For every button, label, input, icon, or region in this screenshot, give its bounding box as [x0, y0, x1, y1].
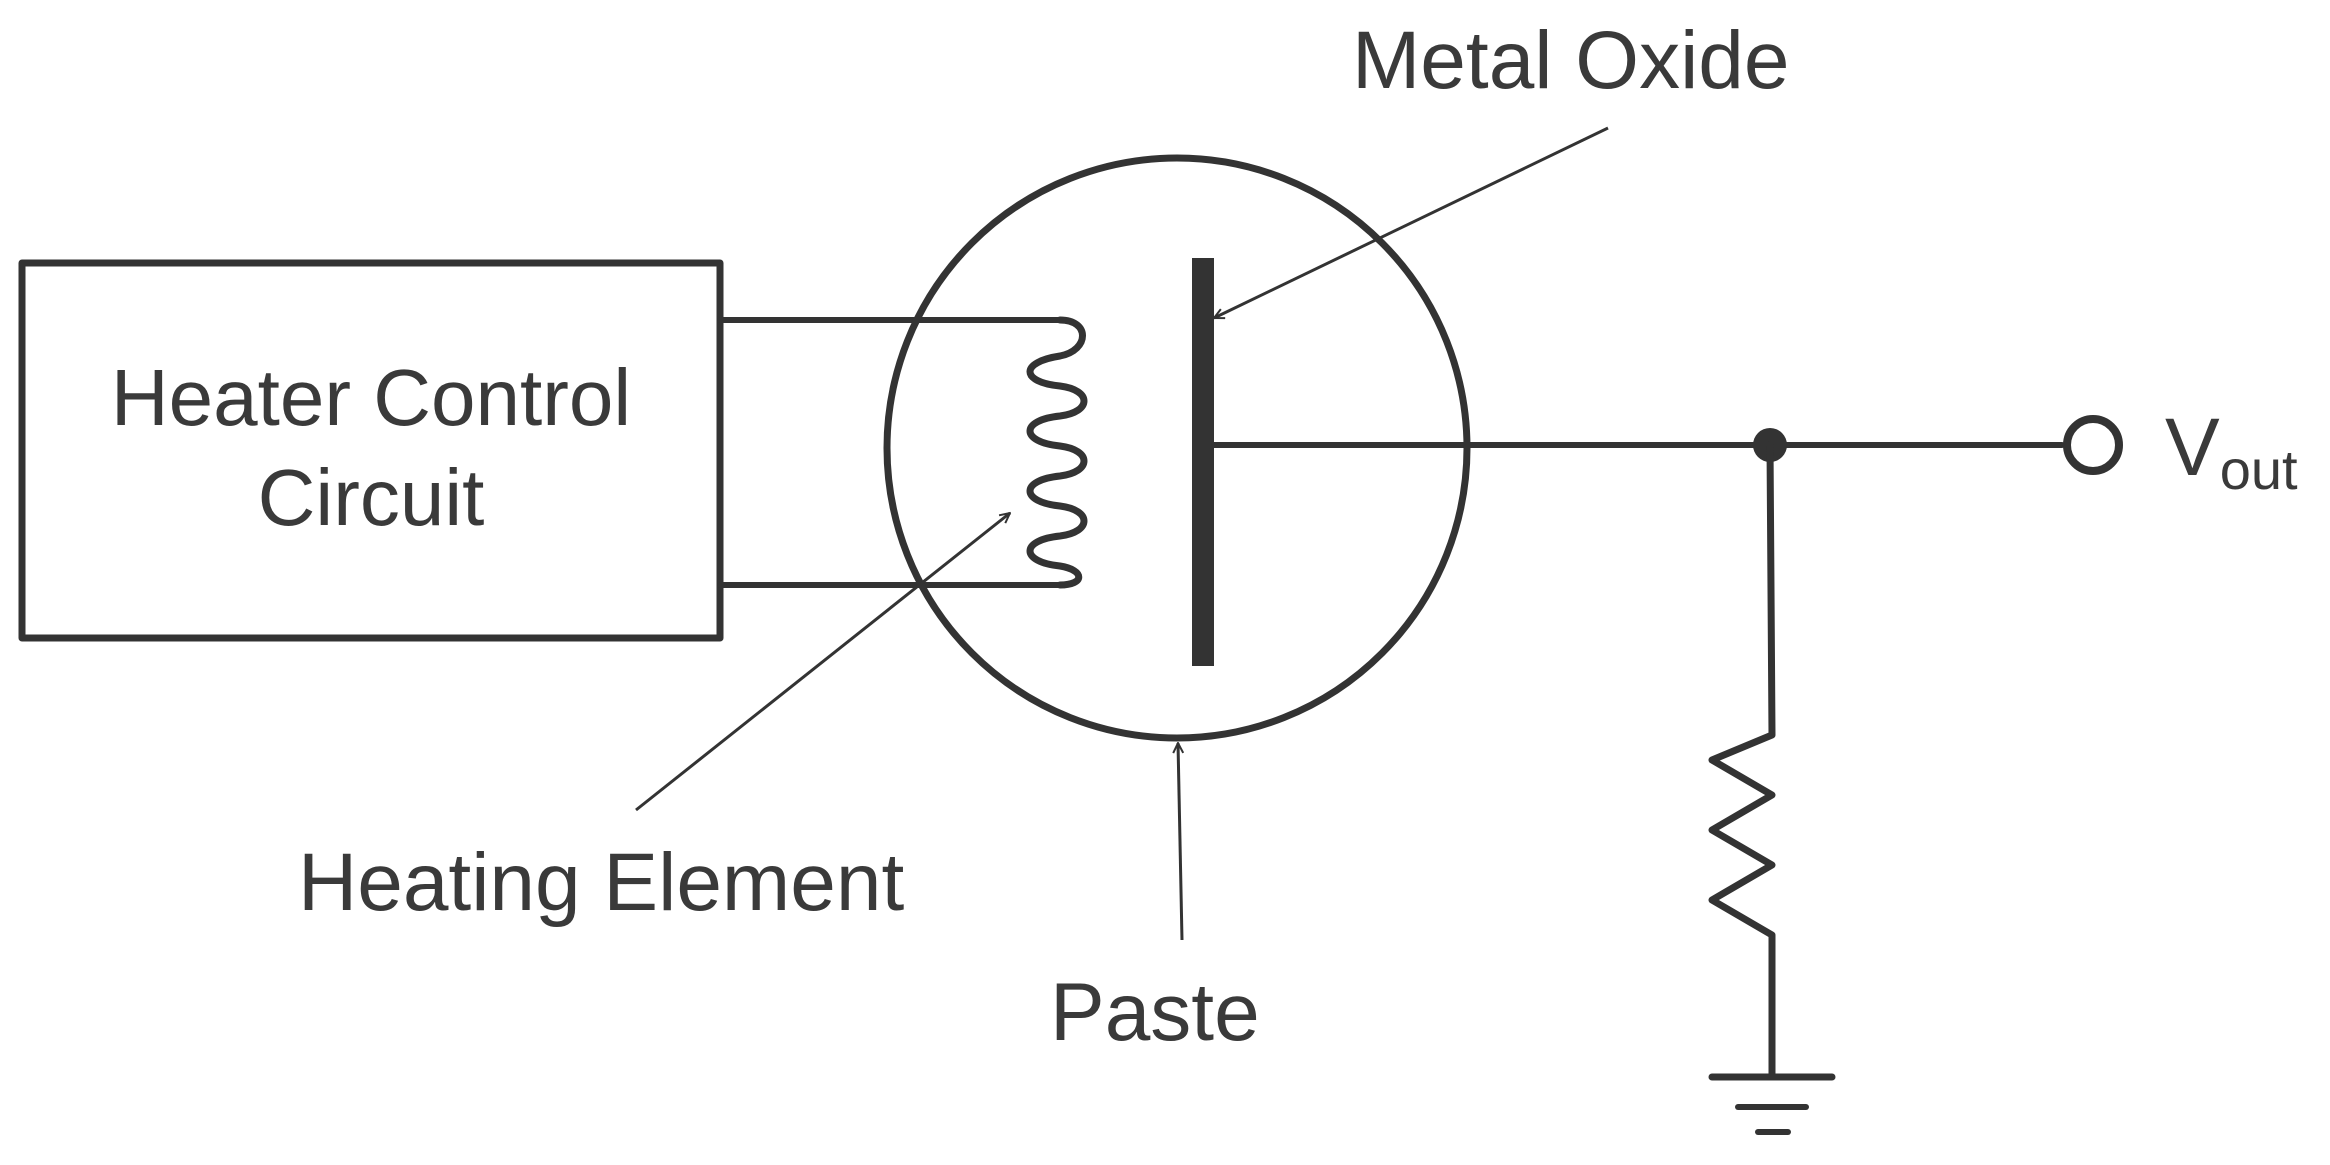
- vout-label-subscript: out: [2220, 438, 2298, 501]
- heating-element-coil: [1026, 316, 1088, 589]
- vout-terminal: [2063, 415, 2123, 475]
- paste-leader: [1178, 743, 1182, 941]
- metal-oxide-label: Metal Oxide: [1352, 15, 1790, 106]
- heater-control-label-line1: Heater Control: [111, 353, 631, 442]
- vout-label-main: V: [2165, 402, 2220, 493]
- metal-oxide-plate: [1192, 258, 1214, 666]
- metal-oxide-leader: [1214, 126, 1609, 320]
- vout-label: Vout: [2165, 402, 2298, 501]
- ground-symbol: [1708, 1073, 1836, 1135]
- heating-element-leader: [635, 513, 1010, 812]
- heating-element-label: Heating Element: [298, 837, 904, 928]
- heater-control-box: [18, 259, 724, 642]
- heater-control-circuit-block: Heater Control Circuit: [18, 259, 724, 642]
- load-resistor: [1708, 441, 1776, 1079]
- paste-label: Paste: [1050, 967, 1260, 1058]
- heater-control-label-line2: Circuit: [258, 453, 485, 542]
